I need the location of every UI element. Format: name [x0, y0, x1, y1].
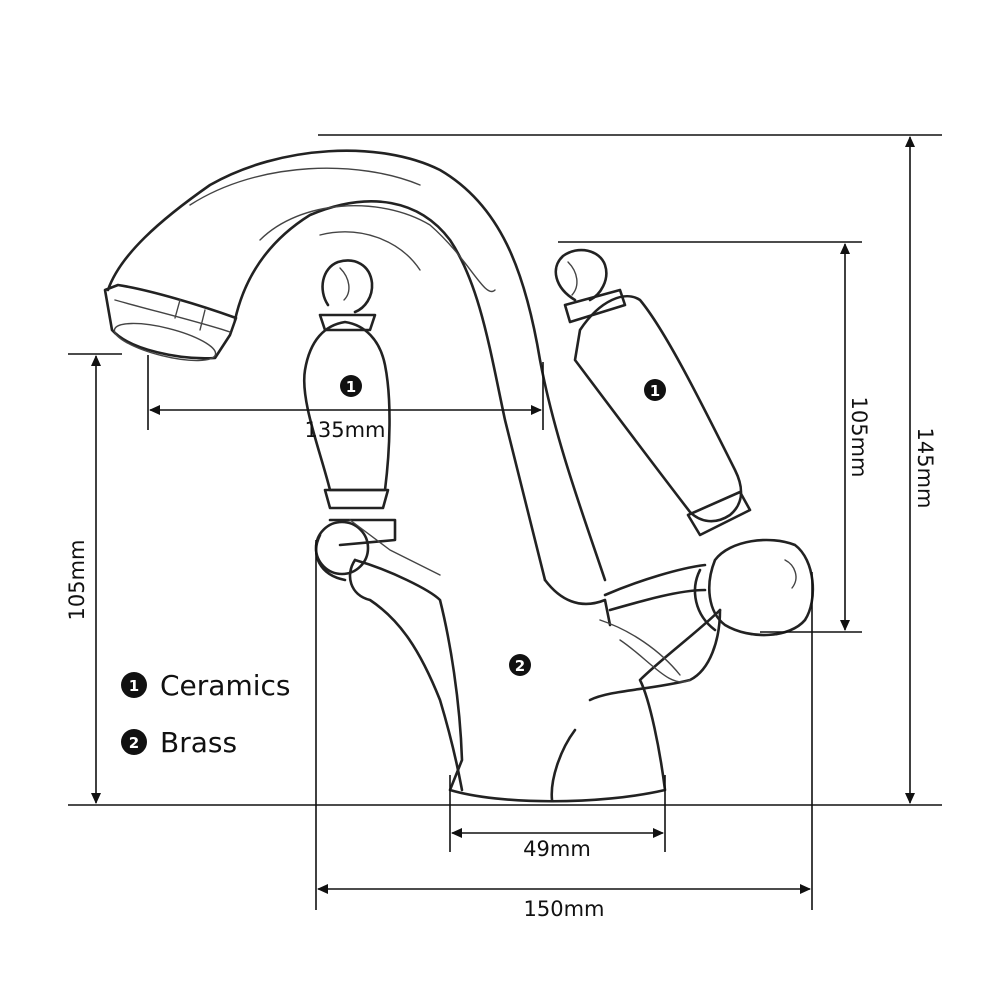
dimension-label: 135mm	[305, 418, 386, 442]
dimension-label: 145mm	[913, 428, 937, 509]
dimension-label: 105mm	[65, 540, 89, 621]
legend-label: Ceramics	[160, 669, 290, 702]
left-ceramic-handle	[302, 320, 391, 492]
legend-bullet	[121, 672, 147, 698]
dimension-spout-height: 105mm	[65, 355, 101, 804]
legend-item-brass: 2 Brass	[121, 726, 237, 759]
legend-number: 1	[129, 677, 139, 695]
legend-label: Brass	[160, 726, 237, 759]
dimension-base-width: 49mm	[451, 828, 664, 861]
right-ceramic-handle	[573, 295, 743, 523]
dimension-handle-height: 105mm	[840, 243, 871, 631]
callout-body: 2	[509, 654, 531, 676]
dimension-total-width: 150mm	[317, 884, 811, 921]
spout-outer	[106, 149, 607, 582]
legend-item-ceramics: 1 Ceramics	[121, 669, 290, 702]
callout-handle-right: 1	[644, 379, 666, 401]
callout-number: 2	[515, 657, 525, 675]
right-valve-cap	[708, 538, 815, 637]
dimension-label: 49mm	[523, 837, 591, 861]
legend: 1 Ceramics 2 Brass	[121, 669, 290, 759]
dimension-label: 105mm	[847, 397, 871, 478]
dimension-spout-reach: 135mm	[149, 405, 542, 442]
faucet-body	[353, 558, 722, 803]
legend-number: 2	[129, 734, 139, 752]
callout-handle-left: 1	[340, 375, 362, 397]
dimension-total-height: 145mm	[905, 136, 937, 804]
spout-aerator	[103, 283, 238, 360]
callout-number: 1	[650, 382, 660, 400]
legend-bullet	[121, 729, 147, 755]
faucet-drawing	[103, 149, 815, 803]
dimension-label: 150mm	[524, 897, 605, 921]
callout-number: 1	[346, 378, 356, 396]
spout-inner	[233, 200, 547, 582]
